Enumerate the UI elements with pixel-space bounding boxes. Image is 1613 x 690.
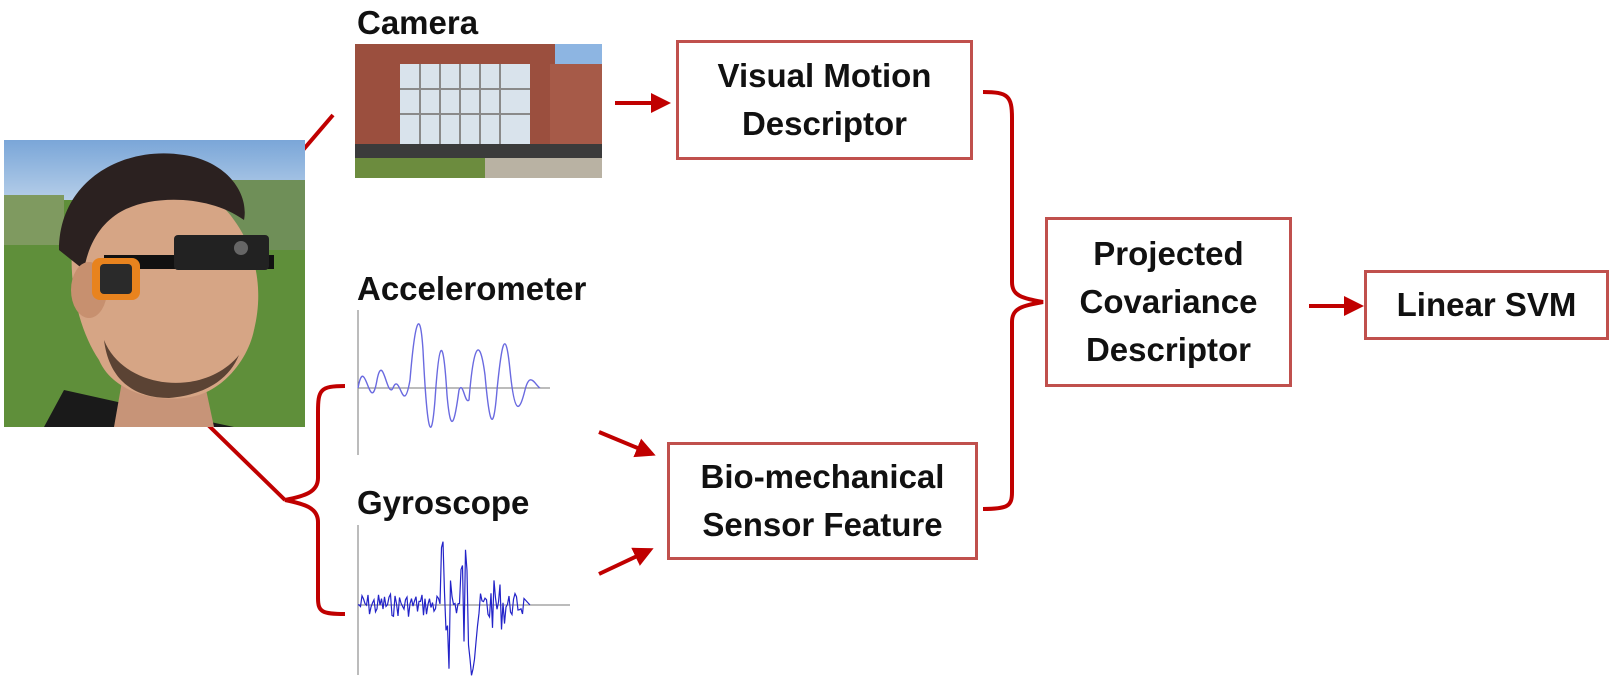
head-photo: [4, 140, 305, 427]
gyroscope-signal: [357, 525, 570, 676]
covariance-line-1: Projected: [1093, 235, 1244, 273]
head-photo-drawing: [4, 140, 305, 427]
visual-motion-descriptor-box: Visual Motion Descriptor: [676, 40, 973, 160]
biomech-line-1: Bio-mechanical: [700, 458, 945, 496]
covariance-line-3: Descriptor: [1085, 330, 1252, 368]
descriptor-brace: [982, 90, 1044, 511]
visual-motion-line-2: Descriptor: [741, 105, 908, 142]
projected-covariance-descriptor-box: Projected Covariance Descriptor: [1045, 217, 1292, 387]
linear-svm-box: Linear SVM: [1364, 270, 1609, 340]
biomech-line-2: Sensor Feature: [702, 506, 943, 543]
visual-motion-line-1: Visual Motion: [717, 57, 932, 95]
camera-photo: [355, 44, 602, 178]
covariance-line-2: Covariance: [1079, 283, 1258, 321]
biomech-sensor-feature-box: Bio-mechanical Sensor Feature: [667, 442, 978, 560]
svm-line-1: Linear SVM: [1396, 286, 1577, 324]
accelerometer-label: Accelerometer: [357, 270, 587, 307]
gyroscope-label: Gyroscope: [357, 484, 530, 521]
camera-photo-drawing: [355, 44, 602, 178]
camera-label: Camera: [357, 4, 479, 41]
arrow-gyroscope-to-biomech: [598, 547, 654, 576]
accelerometer-signal: [357, 310, 550, 455]
arrow-accelerometer-to-biomech: [598, 430, 656, 458]
